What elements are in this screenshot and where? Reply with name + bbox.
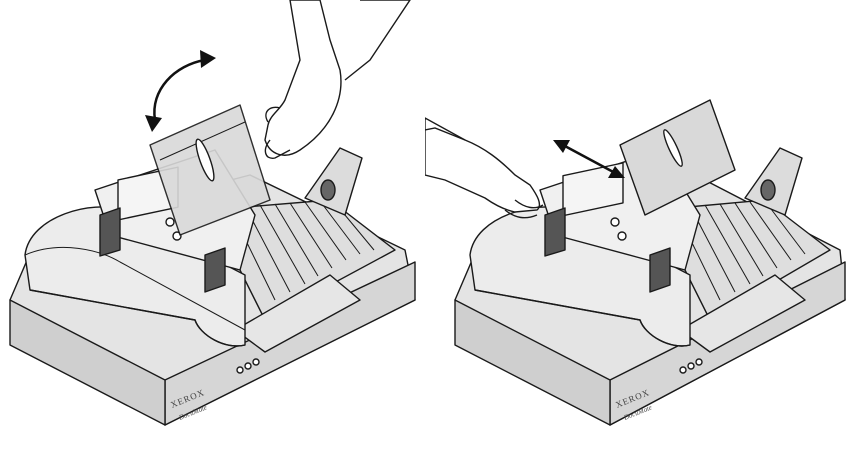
- scanner-illustration-rotate: XEROX DocuMate: [9, 0, 416, 426]
- paper-guide-right: [649, 247, 671, 293]
- front-button-2: [244, 362, 252, 370]
- hand-icon: [264, 0, 411, 159]
- paper-guide-right: [204, 247, 226, 293]
- rotate-arrow-icon: [153, 58, 206, 121]
- front-button-2: [687, 362, 695, 370]
- scanner-drawing: XEROX DocuMate: [9, 0, 416, 426]
- scanner-illustration-slide: XEROX DocuMate: [425, 0, 855, 449]
- front-button-1: [679, 366, 687, 374]
- hand-icon: [425, 117, 544, 219]
- paper-guide-left: [544, 207, 566, 257]
- scanner-drawing: XEROX DocuMate: [425, 99, 846, 426]
- slide-arrow-icon: [553, 140, 625, 178]
- feeder-button: [165, 217, 175, 227]
- paper-guide-left: [99, 207, 121, 257]
- control-panel: [562, 162, 624, 217]
- front-button-1: [236, 366, 244, 374]
- feeder-button: [610, 217, 620, 227]
- side-arm: [744, 147, 803, 216]
- arrow-head-top-icon: [200, 50, 216, 68]
- output-tray: [654, 199, 831, 321]
- side-arm: [304, 147, 363, 216]
- output-extension: [234, 274, 361, 353]
- output-extension: [679, 274, 806, 353]
- front-button-3: [695, 358, 703, 366]
- front-button-3: [252, 358, 260, 366]
- arrow-head-bottom-icon: [145, 115, 162, 132]
